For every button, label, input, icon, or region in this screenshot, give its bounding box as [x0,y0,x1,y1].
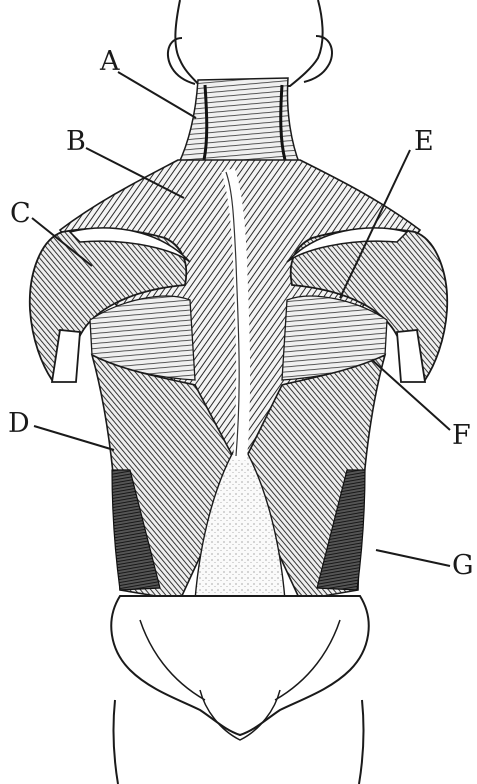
label-b: B [66,126,86,157]
label-a: A [99,46,120,77]
leader-line-d [34,426,114,450]
label-d: D [8,408,30,439]
label-f: F [452,420,471,451]
label-e: E [414,126,434,157]
label-g: G [452,550,474,581]
pelvis [111,596,368,784]
leader-line-g [376,550,450,566]
label-c: C [10,198,31,229]
head-neck [168,0,332,165]
